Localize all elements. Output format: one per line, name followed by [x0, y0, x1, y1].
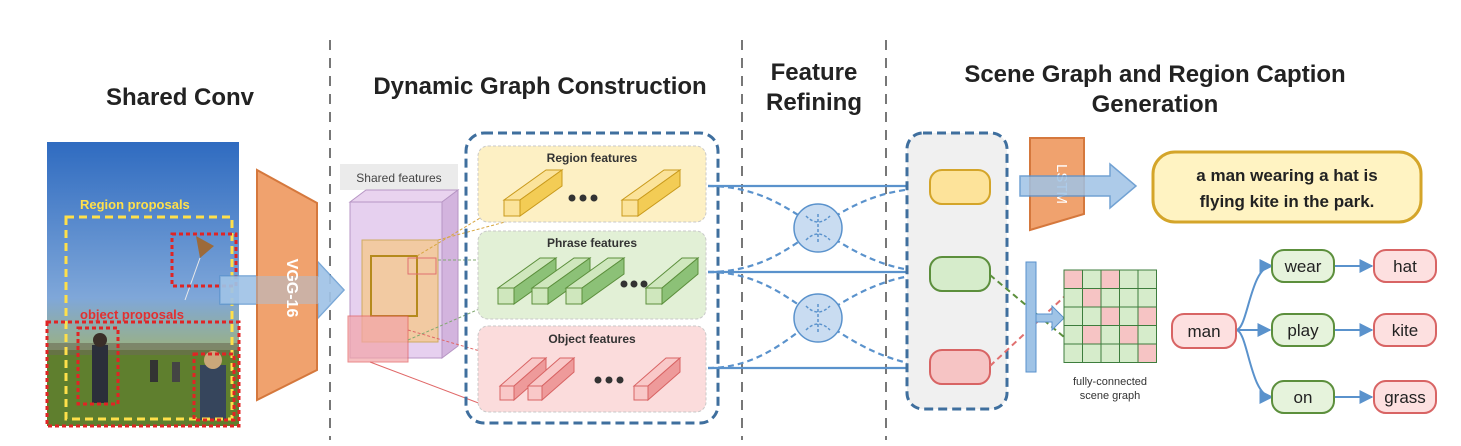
- matrix-cell: [1082, 288, 1102, 308]
- section-title-feature-refining: Feature Refining: [748, 58, 880, 118]
- kite-proposal-box: [170, 232, 238, 288]
- refined-region-feature: [929, 169, 991, 205]
- region-feature-cube-1: [502, 169, 564, 217]
- region-features-label: Region features: [547, 151, 638, 165]
- person2-proposal-box: [192, 352, 236, 422]
- scene-graph-title-line-1: Scene Graph and Region Caption: [964, 61, 1346, 88]
- matrix-cell: [1137, 343, 1157, 363]
- ellipsis-dots: [568, 194, 598, 202]
- region-features-panel: Region features: [477, 145, 707, 223]
- scene-graph-label-2: scene graph: [1080, 390, 1141, 402]
- matrix-cell: [1082, 343, 1102, 363]
- matrix-cell: [1100, 325, 1120, 345]
- object-proposals-label: object proposals: [80, 307, 184, 322]
- matrix-cell: [1137, 306, 1157, 326]
- graph-node-kite: [1373, 313, 1437, 347]
- graph-node-on: [1271, 380, 1335, 414]
- matrix-cell: [1137, 325, 1157, 345]
- ellipsis-dots: [594, 376, 624, 384]
- graph-node-hat-label: hat: [1393, 257, 1417, 276]
- graph-node-hat: [1373, 249, 1437, 283]
- phrase-feature-cube-4: [644, 256, 700, 306]
- scene-graph-matrix: [1063, 269, 1157, 363]
- graph-node-grass: [1373, 380, 1437, 414]
- region-proposals-label: Region proposals: [80, 197, 190, 212]
- matrix-cell: [1119, 306, 1139, 326]
- matrix-cell: [1100, 269, 1120, 289]
- matrix-cell: [1100, 288, 1120, 308]
- scene-graph-title-line-2: Generation: [1091, 91, 1219, 118]
- object-features-label: Object features: [548, 332, 636, 346]
- scene-graph-label-1: fully-connected: [1073, 376, 1147, 388]
- phrase-feature-cube-3: [564, 257, 626, 305]
- matrix-input-bar: [1025, 261, 1065, 373]
- section-title-shared-conv: Shared Conv: [105, 84, 255, 111]
- matrix-cell: [1082, 269, 1102, 289]
- graph-node-wear-label: wear: [1284, 257, 1322, 276]
- phrase-features-panel: Phrase features: [477, 230, 707, 320]
- graph-node-grass-label: grass: [1384, 388, 1426, 407]
- matrix-cell: [1137, 269, 1157, 289]
- region-feature-cube-2: [620, 169, 682, 217]
- person-proposal-box: [76, 326, 120, 406]
- graph-node-man-label: man: [1187, 322, 1220, 341]
- caption-line-1: a man wearing a hat is: [1196, 166, 1377, 185]
- graph-node-kite-label: kite: [1392, 321, 1418, 340]
- matrix-cell: [1063, 288, 1083, 308]
- matrix-cell: [1063, 343, 1083, 363]
- ellipsis-dots: [620, 280, 648, 288]
- graph-node-on-label: on: [1294, 388, 1313, 407]
- phrase-features-label: Phrase features: [547, 236, 637, 250]
- shared-features-tag: Shared features: [340, 164, 458, 190]
- graph-node-man: [1171, 313, 1237, 349]
- caption-bubble: a man wearing a hat is flying kite in th…: [1151, 150, 1423, 224]
- feature-refining-line-2: Refining: [766, 89, 862, 116]
- graph-node-play-label: play: [1287, 321, 1319, 340]
- section-title-dynamic-graph: Dynamic Graph Construction: [373, 73, 707, 100]
- matrix-cell: [1137, 288, 1157, 308]
- feature-refining-line-1: Feature: [770, 59, 858, 86]
- shared-feature-map: [347, 189, 521, 411]
- region-proposal-box: [64, 215, 234, 421]
- matrix-cell: [1119, 343, 1139, 363]
- phrase-feature-cube-2: [530, 257, 592, 305]
- matrix-cell: [1119, 269, 1139, 289]
- graph-construction-frame: [464, 131, 720, 425]
- graph-node-play: [1271, 313, 1335, 347]
- object-features-panel: Object features: [477, 325, 707, 413]
- matrix-cell: [1119, 325, 1139, 345]
- object-feature-cube-3: [632, 356, 682, 402]
- matrix-cell: [1063, 269, 1083, 289]
- matrix-cell: [1063, 325, 1083, 345]
- section-title-scene-graph: Scene Graph and Region Caption Generatio…: [900, 60, 1410, 120]
- matrix-cell: [1100, 343, 1120, 363]
- refined-phrase-feature: [929, 256, 991, 292]
- vgg-label: VGG-16: [283, 259, 300, 318]
- caption-line-2: flying kite in the park.: [1200, 192, 1375, 211]
- vgg-backbone: VGG-16: [220, 168, 344, 402]
- input-photo: Region proposals object proposals: [45, 142, 241, 428]
- matrix-cell: [1100, 306, 1120, 326]
- matrix-cell: [1082, 306, 1102, 326]
- refining-node-2: [793, 293, 843, 343]
- ground-proposal-box: [45, 320, 241, 428]
- shared-features-label: Shared features: [356, 171, 441, 185]
- region-to-caption-arrow: [1019, 162, 1138, 210]
- matrix-cell: [1063, 306, 1083, 326]
- object-feature-cube-1: [498, 356, 548, 402]
- matrix-cell: [1082, 325, 1102, 345]
- scene-graph-tree: man wear play on hat kite grass: [1171, 249, 1437, 414]
- graph-node-wear: [1271, 249, 1335, 283]
- object-feature-cube-2: [526, 356, 576, 402]
- matrix-cell: [1119, 288, 1139, 308]
- refined-object-feature: [929, 349, 991, 385]
- refining-node-1: [793, 203, 843, 253]
